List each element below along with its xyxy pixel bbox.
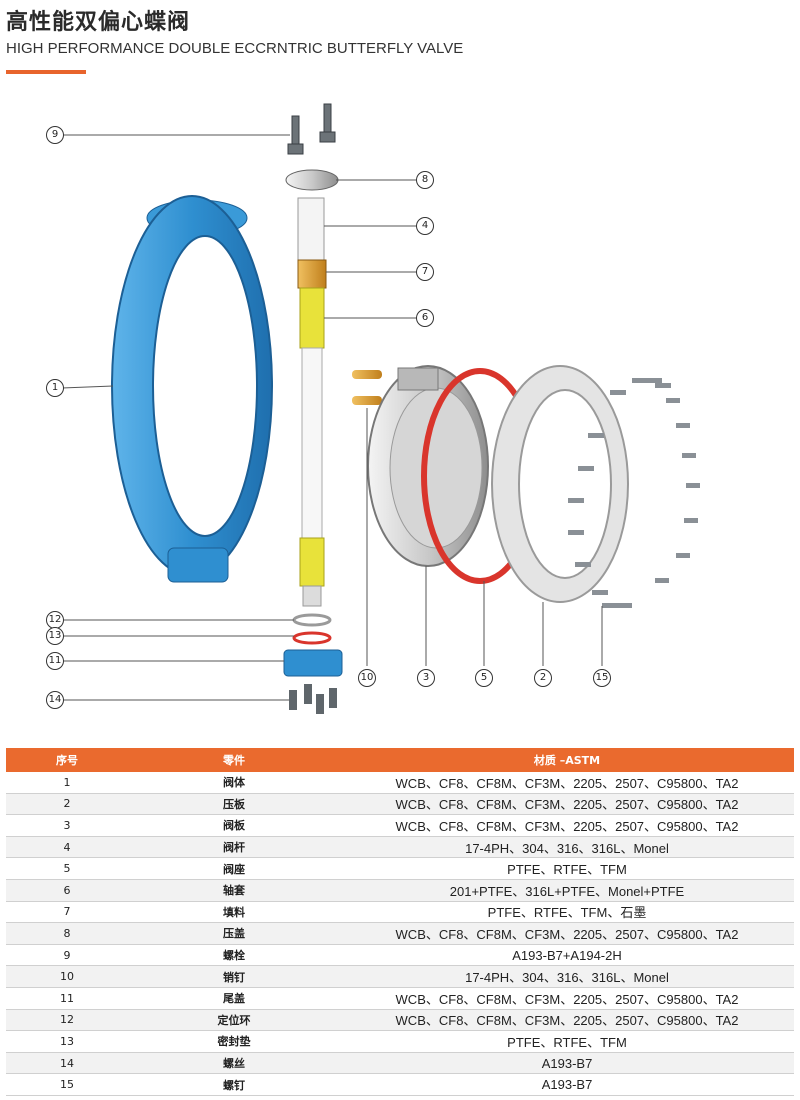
gland-part: [285, 169, 339, 191]
bottom-cover-part: [283, 649, 343, 677]
cell-part: 阀板: [128, 814, 340, 837]
cell-number: 6: [6, 879, 128, 902]
cell-material: PTFE、RTFE、TFM、石墨: [340, 901, 794, 924]
callout-4: 4: [416, 217, 434, 235]
cell-material: A193-B7: [340, 1073, 794, 1096]
cell-number: 7: [6, 901, 128, 924]
callout-10: 10: [358, 669, 376, 687]
cell-material: A193-B7+A194-2H: [340, 944, 794, 967]
cell-material: 201+PTFE、316L+PTFE、Monel+PTFE: [340, 879, 794, 902]
cell-material: WCB、CF8、CF8M、CF3M、2205、2507、C95800、TA2: [340, 922, 794, 945]
cell-material: WCB、CF8、CF8M、CF3M、2205、2507、C95800、TA2: [340, 793, 794, 816]
cell-material: PTFE、RTFE、TFM: [340, 1030, 794, 1053]
cell-number: 10: [6, 965, 128, 988]
cell-part: 填料: [128, 901, 340, 924]
cell-number: 1: [6, 772, 128, 794]
valve-body-part: [111, 195, 273, 583]
cell-part: 螺钉: [128, 1073, 340, 1096]
cell-number: 12: [6, 1009, 128, 1032]
title-underline: [6, 70, 86, 74]
cell-number: 2: [6, 793, 128, 816]
cell-number: 15: [6, 1073, 128, 1096]
cell-number: 13: [6, 1030, 128, 1053]
cell-part: 定位环: [128, 1009, 340, 1032]
title-english: HIGH PERFORMANCE DOUBLE ECCRNTRIC BUTTER…: [6, 40, 464, 57]
stem-assembly-part: [297, 197, 327, 607]
callout-9: 9: [46, 126, 64, 144]
callout-15: 15: [593, 669, 611, 687]
cell-part: 阀体: [128, 772, 340, 794]
title-chinese: 高性能双偏心蝶阀: [6, 10, 191, 35]
cell-part: 压盖: [128, 922, 340, 945]
cell-material: PTFE、RTFE、TFM: [340, 857, 794, 880]
cell-number: 11: [6, 987, 128, 1010]
cell-number: 5: [6, 857, 128, 880]
cell-number: 4: [6, 836, 128, 859]
callout-14: 14: [46, 691, 64, 709]
cell-part: 尾盖: [128, 987, 340, 1010]
seal-gasket-part: [292, 631, 332, 645]
callout-7: 7: [416, 263, 434, 281]
cell-part: 阀座: [128, 857, 340, 880]
cell-material: WCB、CF8、CF8M、CF3M、2205、2507、C95800、TA2: [340, 1009, 794, 1032]
leader-lines: [61, 134, 603, 701]
cell-part: 轴套: [128, 879, 340, 902]
valve-disc-part: [367, 365, 489, 567]
top-bolts-part: [287, 103, 336, 155]
table-header-row: 序号 零件 材质 –ASTM: [6, 748, 794, 772]
col-header-material: 材质 –ASTM: [340, 748, 794, 772]
cell-material: WCB、CF8、CF8M、CF3M、2205、2507、C95800、TA2: [340, 987, 794, 1010]
callout-13: 13: [46, 627, 64, 645]
cell-number: 3: [6, 814, 128, 837]
callout-3: 3: [417, 669, 435, 687]
cell-material: 17-4PH、304、316、316L、Monel: [340, 836, 794, 859]
col-header-part: 零件: [128, 748, 340, 772]
bottom-screws-part: [289, 684, 337, 714]
callout-2: 2: [534, 669, 552, 687]
cell-number: 9: [6, 944, 128, 967]
plate-screws-part: [568, 378, 700, 608]
cell-number: 8: [6, 922, 128, 945]
callout-1: 1: [46, 379, 64, 397]
callout-11: 11: [46, 652, 64, 670]
cell-material: WCB、CF8、CF8M、CF3M、2205、2507、C95800、TA2: [340, 772, 794, 794]
retaining-plate-part: [491, 365, 629, 603]
pins-part: [352, 370, 382, 405]
cell-part: 阀杆: [128, 836, 340, 859]
callout-6: 6: [416, 309, 434, 327]
callout-8: 8: [416, 171, 434, 189]
cell-part: 压板: [128, 793, 340, 816]
exploded-view-diagram: [61, 103, 700, 714]
cell-material: WCB、CF8、CF8M、CF3M、2205、2507、C95800、TA2: [340, 814, 794, 837]
cell-part: 螺丝: [128, 1052, 340, 1075]
cell-material: 17-4PH、304、316、316L、Monel: [340, 965, 794, 988]
cell-material: A193-B7: [340, 1052, 794, 1075]
cell-part: 螺栓: [128, 944, 340, 967]
cell-part: 密封垫: [128, 1030, 340, 1053]
cell-part: 销钉: [128, 965, 340, 988]
positioning-ring-part: [292, 613, 332, 627]
cell-number: 14: [6, 1052, 128, 1075]
col-header-number: 序号: [6, 748, 128, 772]
callout-5: 5: [475, 669, 493, 687]
